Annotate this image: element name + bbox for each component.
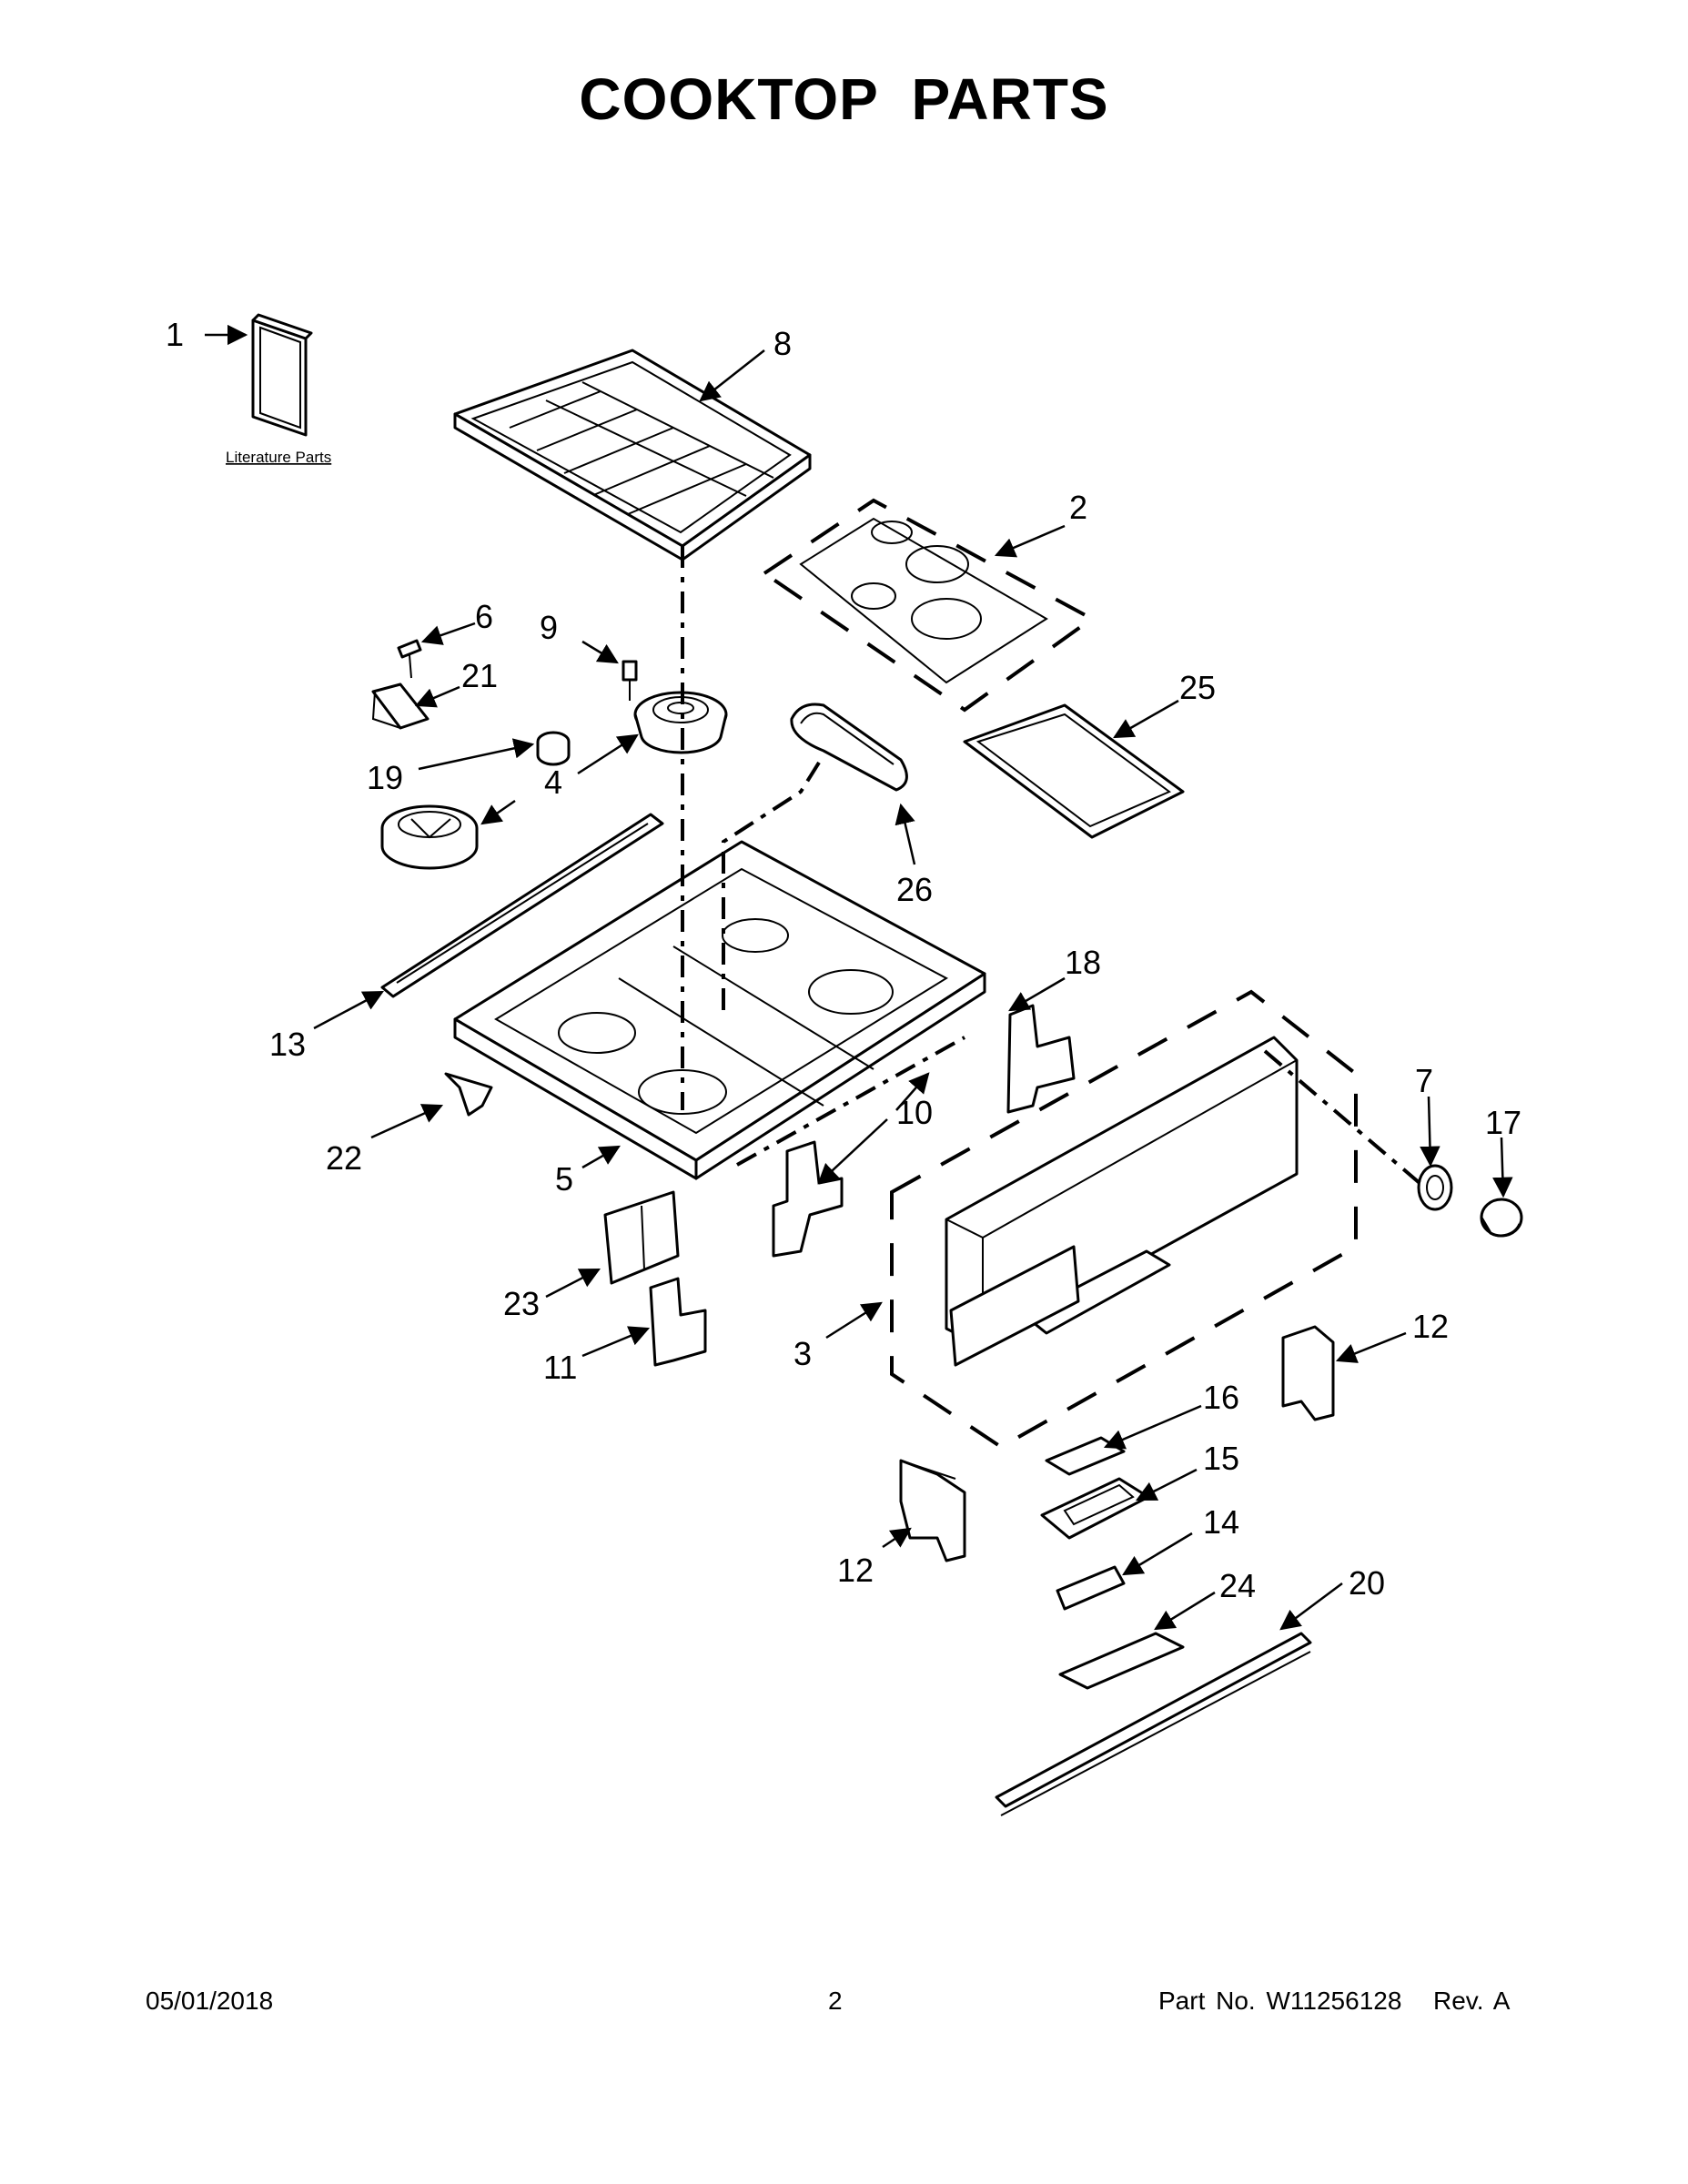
callout-14: 14 [1203, 1503, 1239, 1541]
part-cooktop-frame [453, 840, 986, 1180]
part-griddle [963, 703, 1185, 839]
part-control-console [890, 989, 1358, 1450]
callout-25: 25 [1179, 669, 1216, 706]
footer-page-number: 2 [828, 1987, 843, 2015]
footer-date: 05/01/2018 [146, 1987, 274, 2015]
callout-18: 18 [1065, 944, 1101, 981]
part-module-right [1281, 1325, 1335, 1421]
part-screw [397, 639, 422, 679]
part-bracket-11 [649, 1277, 707, 1367]
part-trim [995, 1632, 1312, 1816]
callout-11: 11 [543, 1349, 577, 1386]
part-grate [453, 349, 812, 561]
literature-parts-label: Literature Parts [226, 449, 331, 466]
callout-7: 7 [1415, 1062, 1433, 1099]
part-bracket-18 [1006, 1004, 1076, 1114]
part-shield [1058, 1632, 1185, 1690]
part-bracket-10 [772, 1140, 844, 1258]
part-rail [380, 813, 664, 998]
callout-1: 1 [166, 316, 184, 353]
assembly-lines [681, 546, 1421, 1185]
callout-21: 21 [461, 657, 498, 694]
callout-8: 8 [773, 325, 792, 362]
callout-9: 9 [540, 609, 558, 646]
callout-15: 15 [1203, 1440, 1239, 1477]
callout-numbers: 1 8 2 6 9 21 25 19 4 26 18 13 7 17 10 22… [166, 316, 1521, 1604]
callout-22: 22 [326, 1139, 362, 1177]
callout-24: 24 [1219, 1567, 1256, 1604]
callout-17: 17 [1485, 1104, 1521, 1141]
part-plate-23 [603, 1190, 680, 1285]
part-knob [1480, 1198, 1523, 1238]
part-knob-ring [1417, 1164, 1453, 1211]
callout-19: 19 [367, 759, 403, 796]
leader-arrows [205, 324, 1513, 1631]
callout-13: 13 [269, 1026, 306, 1063]
footer-revision: Rev. A [1433, 1987, 1511, 2015]
part-module-left [899, 1459, 966, 1562]
part-control-board [1040, 1477, 1150, 1540]
callout-10: 10 [896, 1094, 933, 1131]
part-burner-cap [380, 804, 479, 870]
callout-23: 23 [503, 1285, 540, 1322]
callout-20: 20 [1349, 1564, 1385, 1602]
part-literature: Literature Parts [226, 313, 331, 466]
part-bracket-22 [444, 1072, 493, 1117]
part-bracket-21 [371, 682, 430, 730]
part-cap [536, 731, 571, 766]
footer-part-number: Part No. W11256128 [1158, 1987, 1402, 2015]
callout-26: 26 [896, 871, 933, 908]
page-title: COOKTOP PARTS [579, 66, 1109, 132]
callout-12-left: 12 [837, 1552, 874, 1589]
callout-12-right: 12 [1412, 1308, 1449, 1345]
part-cooktop-glass [761, 498, 1096, 713]
callout-5: 5 [555, 1160, 573, 1198]
callout-2: 2 [1069, 489, 1087, 526]
callout-4: 4 [544, 763, 562, 801]
part-electrode [622, 660, 638, 701]
callout-16: 16 [1203, 1379, 1239, 1416]
callout-3: 3 [793, 1335, 812, 1372]
part-keypad [1056, 1565, 1126, 1611]
callout-6: 6 [475, 598, 493, 635]
part-cover [790, 703, 908, 792]
